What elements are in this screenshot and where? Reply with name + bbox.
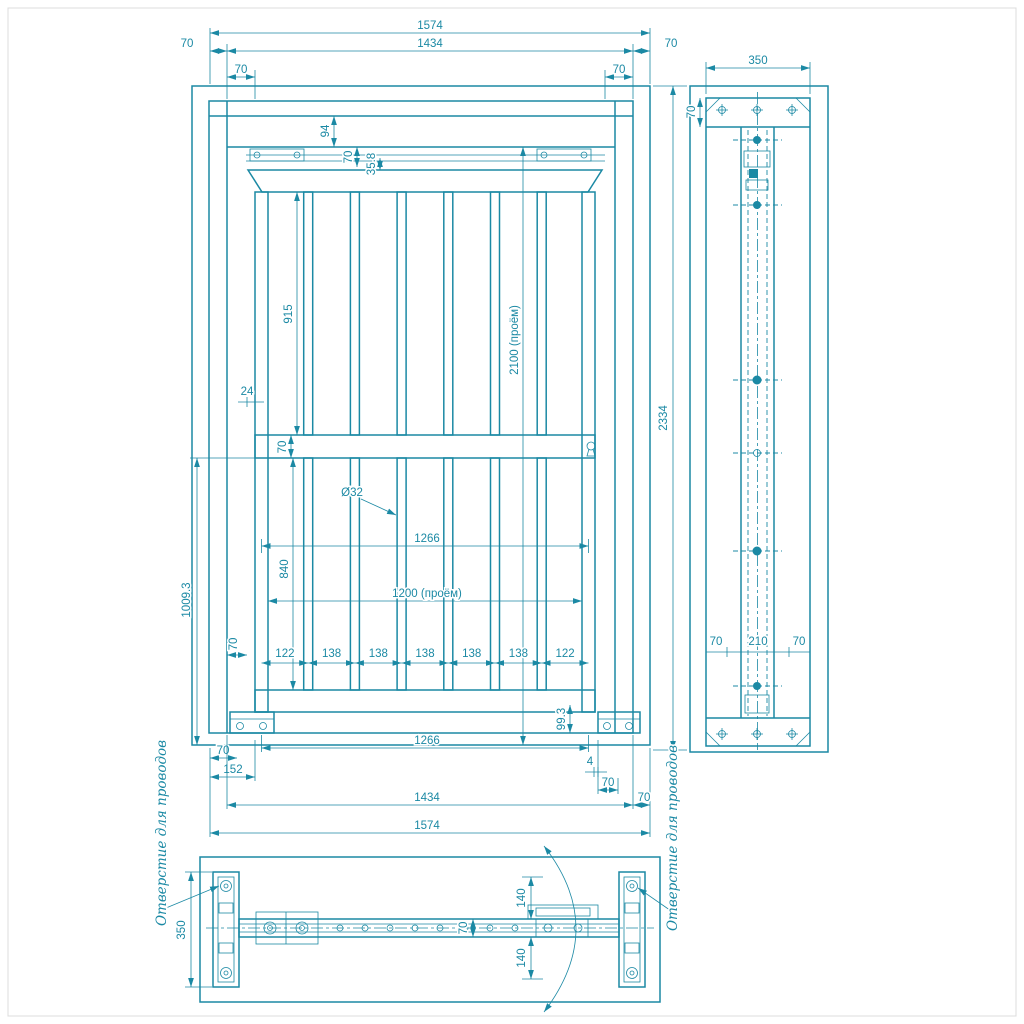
- plan-post-right: [618, 871, 646, 988]
- dim-140-bottom: 140: [516, 948, 528, 967]
- dim-spacing-0: 122: [275, 648, 294, 660]
- dim-2334: 2334: [658, 405, 670, 431]
- dim-35-8: 35.8: [366, 153, 378, 175]
- bar-spacing-dimensions: 122 138 138 138 138 138 122: [261, 647, 589, 666]
- dim-70-frame-left: 70: [235, 64, 248, 76]
- dim-70-bottom-mid: 70: [602, 777, 615, 789]
- lock-mechanism-detail: [733, 136, 782, 209]
- dim-70-midrail: 70: [277, 441, 289, 454]
- bottom-plate-holes: [716, 728, 798, 740]
- dim-152: 152: [223, 764, 242, 776]
- dim-1434-bottom: 1434: [414, 792, 440, 804]
- dim-350-side: 350: [748, 55, 767, 67]
- dim-70-side-top: 70: [686, 106, 698, 119]
- dim-spacing-6: 122: [556, 648, 575, 660]
- dim-1574-bottom: 1574: [414, 820, 440, 832]
- plan-rail-holes: [336, 924, 519, 932]
- leaf-bars: [302, 191, 547, 691]
- front-view-geometry: [191, 85, 651, 746]
- top-plate-holes: [716, 104, 798, 116]
- dim-140-top: 140: [516, 888, 528, 907]
- dim-1266-mid: 1266: [414, 533, 440, 545]
- leaf-middle-rail: [254, 434, 596, 459]
- dim-70-bottom-left: 70: [217, 745, 230, 757]
- dim-94: 94: [320, 124, 332, 137]
- dim-70-bottom-right: 70: [638, 792, 651, 804]
- plan-post-left: [212, 871, 240, 988]
- dim-spacing-4: 138: [462, 648, 481, 660]
- plan-lock-bracket: [527, 904, 599, 938]
- keyhole-icon: [586, 441, 596, 457]
- dim-99-3: 99.3: [556, 708, 568, 730]
- plan-view: 350 70 140 140 Отверстие для проводов От…: [153, 738, 683, 1013]
- bottom-guide-left: [229, 711, 275, 734]
- dim-1574-top: 1574: [417, 20, 443, 32]
- hanger-bracket-left: [249, 148, 305, 162]
- dim-4: 4: [587, 756, 594, 768]
- bottom-guide-right: [597, 711, 641, 734]
- door-swing-arc: [543, 845, 577, 1013]
- front-view-dimensions: 1574 1434 70 70 70 70 94 70 35.8 915 210…: [179, 19, 687, 837]
- dim-spacing-5: 138: [509, 648, 528, 660]
- plan-carriage-left: [255, 911, 319, 945]
- dim-1434-top: 1434: [417, 38, 443, 50]
- dim-70-head: 70: [343, 151, 355, 164]
- dim-915: 915: [283, 304, 295, 323]
- dim-spacing-2: 138: [369, 648, 388, 660]
- dim-1200-opening: 1200 (проём): [392, 588, 462, 600]
- dim-70-top-left: 70: [181, 38, 194, 50]
- dim-70-stile: 70: [228, 638, 240, 651]
- dim-spacing-3: 138: [415, 648, 434, 660]
- side-view: 350 70: [685, 54, 829, 753]
- dim-840: 840: [279, 559, 291, 578]
- leaf-bottom-rail: [254, 689, 596, 713]
- wire-hole-label-right: Отверстие для проводов: [665, 745, 681, 931]
- dim-70-plan: 70: [458, 922, 470, 935]
- hanger-bracket-right: [536, 148, 592, 162]
- plan-rail: [238, 918, 620, 938]
- wire-hole-label-left: Отверстие для проводов: [154, 740, 170, 926]
- dim-70-side-b: 70: [793, 636, 806, 648]
- dim-24: 24: [241, 386, 254, 398]
- dim-210-side: 210: [748, 636, 767, 648]
- leaf-stile-left: [254, 191, 269, 713]
- side-bottom-dimensions: 70 210 70: [705, 635, 811, 657]
- dim-bar-diameter: Ø32: [341, 487, 363, 499]
- dim-2100-opening: 2100 (проём): [509, 305, 521, 375]
- leaf-top-rail: [246, 169, 604, 193]
- dim-1266-bottom: 1266: [414, 735, 440, 747]
- sheet-border: [7, 7, 1017, 1017]
- dim-70-side-a: 70: [710, 636, 723, 648]
- dim-1009-3: 1009.3: [181, 582, 193, 617]
- dim-70-top-right: 70: [665, 38, 678, 50]
- dim-spacing-1: 138: [322, 648, 341, 660]
- dim-350-plan: 350: [176, 920, 188, 939]
- dim-70-frame-right: 70: [613, 64, 626, 76]
